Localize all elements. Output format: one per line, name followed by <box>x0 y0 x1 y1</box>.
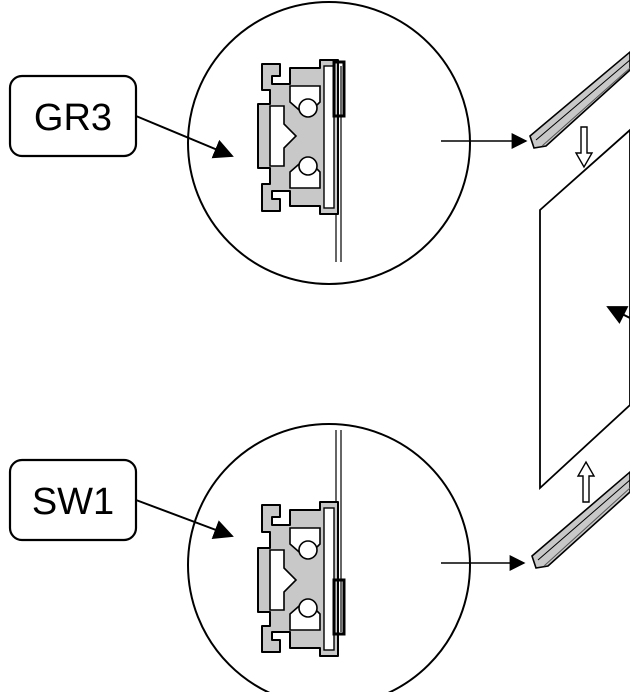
bottom-seal-strip <box>332 578 346 636</box>
callout-label-sw1: SW1 <box>32 481 114 523</box>
panel-arrow <box>606 306 630 324</box>
top-seal-strip <box>332 60 346 118</box>
bottom-rail-edge-2 <box>543 487 630 567</box>
bottom-detail-group: SW1 <box>8 423 526 692</box>
glass-panel <box>539 128 630 491</box>
callout-label-gr3: GR3 <box>34 97 112 139</box>
bottom-profile-section <box>257 501 339 657</box>
isometric-assembly <box>529 50 630 569</box>
top-detail-group: GR3 <box>8 1 528 285</box>
bottom-rail <box>531 470 630 569</box>
top-rail-edge-2 <box>541 67 630 147</box>
top-profile-section <box>257 59 339 215</box>
down-arrow <box>574 126 594 169</box>
bottom-rail-edge <box>537 479 630 561</box>
callout-arrow-gr3 <box>135 115 234 159</box>
callout-arrow-sw1 <box>135 499 234 540</box>
top-rail-edge <box>535 59 630 141</box>
up-arrow <box>576 460 596 503</box>
top-rail <box>529 50 630 149</box>
